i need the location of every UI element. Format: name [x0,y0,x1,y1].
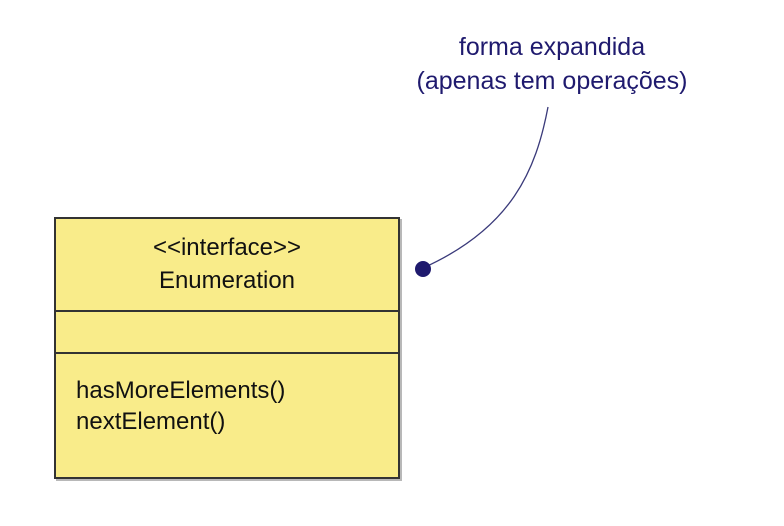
connector-curve [422,106,549,269]
note-line-1: forma expandida [458,33,646,61]
annotation-note: forma expandida (apenas tem operações) [372,30,732,98]
operation-item: hasMoreElements() [76,377,286,404]
class-name-compartment: <<interface>> Enumeration [56,219,398,312]
operations-compartment: hasMoreElements() nextElement() [56,354,398,437]
connector-dot [415,261,431,277]
class-name: Enumeration [158,267,296,294]
class-stereotype: <<interface>> [152,234,302,261]
note-line-2: (apenas tem operações) [416,67,688,95]
attributes-compartment [56,312,398,354]
uml-class-box: <<interface>> Enumeration hasMoreElement… [54,217,400,479]
operation-item: nextElement() [76,408,226,435]
